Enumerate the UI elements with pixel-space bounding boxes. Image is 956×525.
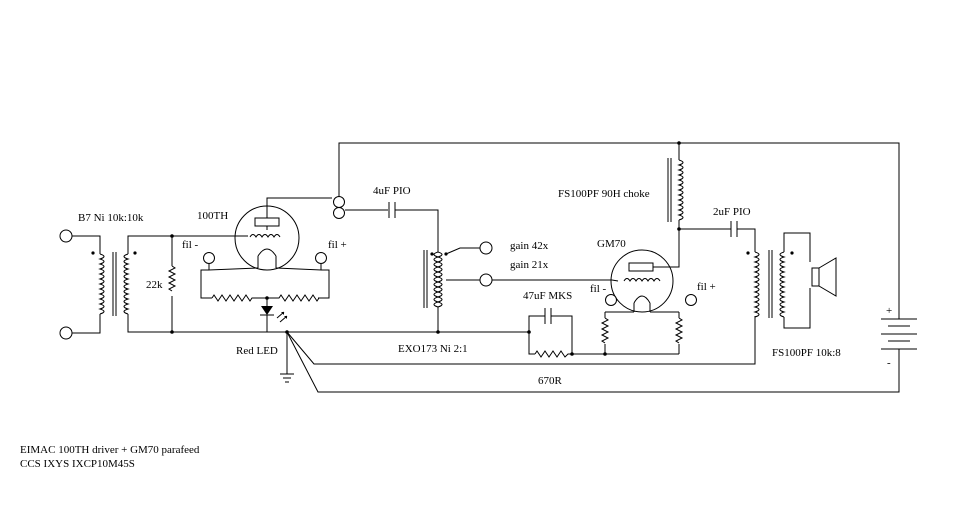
output-transformer: FS100PF 10k:8 [746, 250, 841, 359]
resistor-22k [167, 265, 177, 292]
battery-plus-label: + [886, 305, 892, 317]
driver-fil-plus-label: fil + [328, 239, 347, 251]
resistor-670r-label: 670R [538, 375, 563, 387]
gain-42x-label: gain 42x [510, 240, 549, 252]
interstage-transformer-label: EXO173 Ni 2:1 [398, 343, 468, 355]
driver-fil-minus-terminal[interactable] [203, 252, 215, 264]
input-terminal-bottom[interactable] [59, 326, 73, 340]
input-transformer: B7 Ni 10k:10k [78, 212, 144, 316]
output-transformer-label: FS100PF 10k:8 [772, 347, 841, 359]
choke-90h: FS100PF 90H choke [558, 143, 684, 222]
battery-minus-label: - [887, 357, 891, 369]
capacitor-47uf-label: 47uF MKS [523, 290, 572, 302]
gain-21x-terminal[interactable] [479, 273, 493, 287]
output-fil-plus-terminal[interactable] [685, 294, 697, 306]
battery-supply: + - [881, 305, 917, 369]
note-line-2: CCS IXYS IXCP10M45S [20, 458, 135, 470]
driver-plate-terminal[interactable] [333, 196, 345, 208]
output-fil-minus-label: fil - [590, 283, 607, 295]
output-tube-gm70: GM70 [597, 238, 674, 313]
output-tube-label: GM70 [597, 238, 626, 250]
choke-label: FS100PF 90H choke [558, 188, 650, 200]
driver-fil-minus-label: fil - [182, 239, 199, 251]
output-fil-plus-label: fil + [697, 281, 716, 293]
ground-symbol [280, 332, 294, 383]
input-transformer-label: B7 Ni 10k:10k [78, 212, 144, 224]
note-line-1: EIMAC 100TH driver + GM70 parafeed [20, 444, 200, 456]
gain-42x-terminal[interactable] [479, 241, 493, 255]
input-terminals [59, 229, 101, 340]
red-led: Red LED [236, 298, 288, 357]
speaker-icon [811, 257, 837, 297]
red-led-label: Red LED [236, 345, 278, 357]
gain-21x-label: gain 21x [510, 259, 549, 271]
coupling-cap-2-label: 2uF PIO [713, 206, 751, 218]
coupling-cap-1-label: 4uF PIO [373, 185, 411, 197]
driver-tube-label: 100TH [197, 210, 228, 222]
driver-plate-terminal-2[interactable] [333, 207, 345, 219]
driver-tube-100th: 100TH [197, 205, 300, 271]
output-fil-minus-terminal[interactable] [605, 294, 617, 306]
driver-fil-plus-terminal[interactable] [315, 252, 327, 264]
coupling-capacitor-4uf: 4uF PIO [373, 185, 411, 218]
input-terminal-top[interactable] [59, 229, 73, 243]
interstage-transformer: EXO173 Ni 2:1 [398, 250, 468, 355]
capacitor-47uf: 47uF MKS [440, 290, 573, 354]
coupling-capacitor-2uf: 2uF PIO [679, 206, 756, 252]
resistor-22k-label: 22k [146, 279, 163, 291]
